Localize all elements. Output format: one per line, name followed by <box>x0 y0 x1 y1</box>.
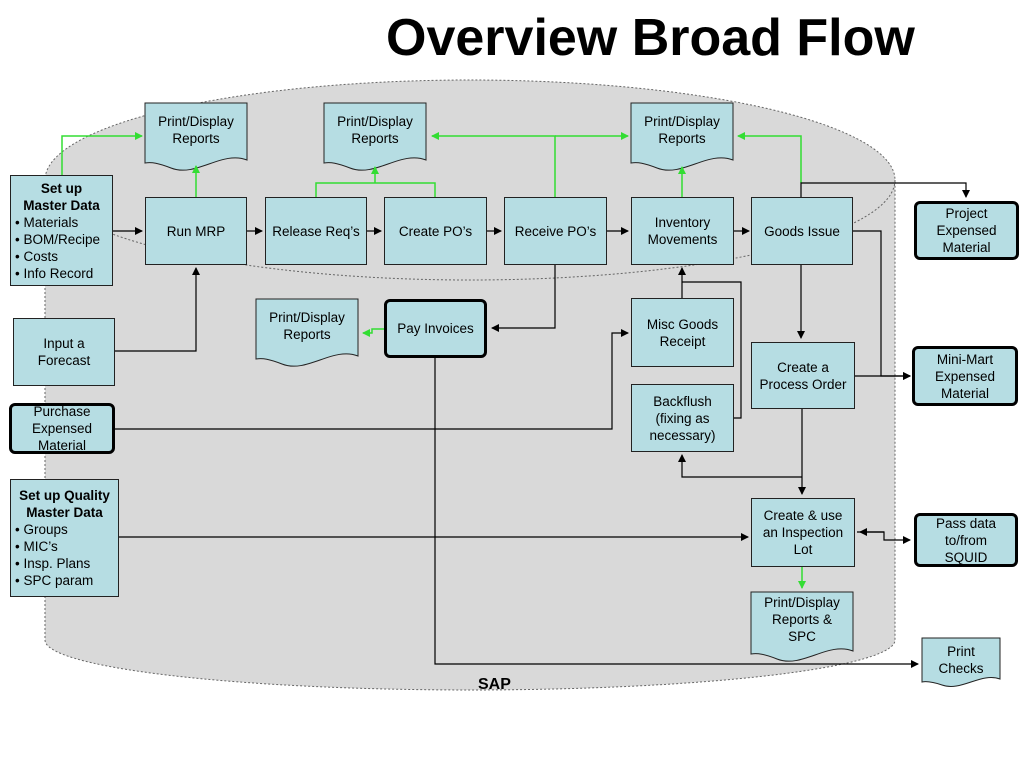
inv-reports-doc <box>630 102 734 171</box>
setup-master-item: • BOM/Recipe <box>15 231 101 247</box>
mrp-reports-doc <box>144 102 248 171</box>
setup-quality-heading: Set up Quality Master Data <box>19 488 110 520</box>
project-expensed-box[interactable]: Project Expensed Material <box>914 201 1019 260</box>
goods-issue-box[interactable]: Goods Issue <box>751 197 853 265</box>
input-forecast-box[interactable]: Input a Forecast <box>13 318 115 386</box>
invoice-reports-label: Print/Display Reports <box>269 310 345 342</box>
purchase-expensed-box[interactable]: Purchase Expensed Material <box>9 403 115 454</box>
pay-to-checks <box>434 358 919 668</box>
goods-issue-to-project <box>800 182 970 198</box>
process-to-backflush <box>678 454 802 478</box>
setup-master-item: • Info Record <box>15 265 94 281</box>
page-title: Overview Broad Flow <box>386 9 915 67</box>
master-to-mrp-reports <box>61 132 143 175</box>
run-mrp-box[interactable]: Run MRP <box>145 197 247 265</box>
spc-reports-label: Print/Display Reports & SPC <box>764 595 840 644</box>
pay-invoices-box[interactable]: Pay Invoices <box>384 299 487 358</box>
po-reports-doc <box>323 102 427 171</box>
inventory-movements-box[interactable]: Inventory Movements <box>631 197 734 265</box>
flow-connectors <box>113 182 970 668</box>
setup-master-data-box[interactable]: Set up Master Data • Materials • BOM/Rec… <box>10 175 113 286</box>
po-reports-label: Print/Display Reports <box>337 114 413 146</box>
backflush-to-inventory <box>682 281 742 419</box>
setup-quality-item: • MIC’s <box>15 539 58 554</box>
setup-master-heading: Set up Master Data <box>23 180 100 213</box>
setup-master-item: • Costs <box>15 248 58 264</box>
create-process-order-box[interactable]: Create a Process Order <box>751 342 855 409</box>
print-checks-doc <box>921 637 1001 687</box>
setup-quality-item: • Groups <box>15 522 68 537</box>
purchase-to-misc <box>115 329 629 430</box>
receive-pos-box[interactable]: Receive PO’s <box>504 197 607 265</box>
spc-reports-doc <box>750 591 854 662</box>
report-doc-shapes <box>144 102 1001 687</box>
sap-label: SAP <box>478 676 511 693</box>
release-reqs-box[interactable]: Release Req’s <box>265 197 367 265</box>
create-pos-box[interactable]: Create PO’s <box>384 197 487 265</box>
setup-quality-item: • Insp. Plans <box>15 556 91 571</box>
setup-quality-item: • SPC param <box>15 573 94 588</box>
invoice-reports-doc <box>255 298 359 367</box>
forecast-to-mrp <box>115 267 200 352</box>
goods-issue-to-reports <box>737 132 802 183</box>
invoice-to-reports <box>362 328 384 337</box>
inspection-lot-box[interactable]: Create & use an Inspection Lot <box>751 498 855 567</box>
mini-mart-box[interactable]: Mini-Mart Expensed Material <box>912 346 1018 406</box>
inv-reports-label: Print/Display Reports <box>644 114 720 146</box>
backflush-box[interactable]: Backflush (fixing as necessary) <box>631 384 734 452</box>
receive-to-pay <box>491 265 556 332</box>
setup-master-item: • Materials <box>15 214 79 230</box>
mrp-reports-label: Print/Display Reports <box>158 114 234 146</box>
misc-goods-receipt-box[interactable]: Misc Goods Receipt <box>631 298 734 367</box>
pass-data-squid-box[interactable]: Pass data to/from SQUID <box>914 513 1018 567</box>
setup-quality-data-box[interactable]: Set up Quality Master Data • Groups • MI… <box>10 479 119 597</box>
print-checks-label: Print Checks <box>938 644 984 676</box>
report-connectors <box>61 132 806 589</box>
